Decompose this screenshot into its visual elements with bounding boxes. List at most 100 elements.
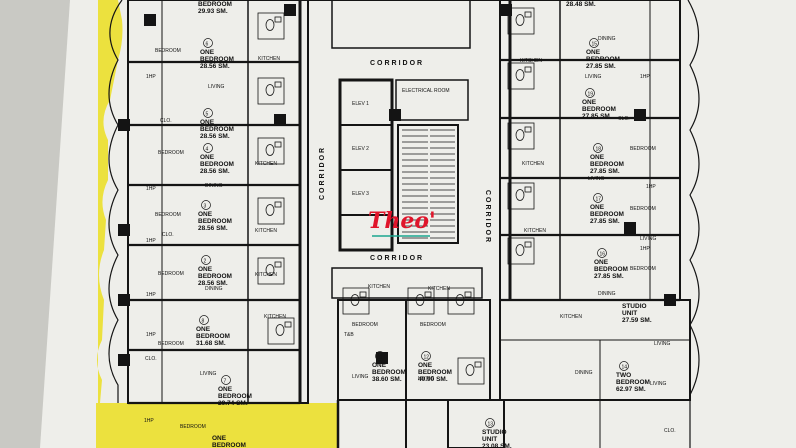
room-label-kitchen: KITCHEN <box>560 314 582 320</box>
room-label-hp: 1HP <box>646 184 656 190</box>
room-label-living: LIVING <box>585 74 602 80</box>
room-label-living: LIVING <box>352 374 369 380</box>
room-label-dining: DINING <box>598 291 616 297</box>
unit-area: 27.85 SM. <box>590 168 620 175</box>
highlight-region <box>96 0 338 448</box>
room-label-bedroom: BEDROOM <box>352 322 378 328</box>
unit-type: ONE <box>582 99 597 106</box>
room-label-clo: CLO. <box>160 118 172 124</box>
central-core <box>308 0 500 299</box>
unit-type: STUDIO <box>482 429 507 436</box>
unit-type: BEDROOM <box>616 379 650 386</box>
room-label-bedroom: BEDROOM <box>158 341 184 347</box>
room-label-bedroom: BEDROOM <box>158 150 184 156</box>
corridor-label-top: CORRIDOR <box>370 60 424 67</box>
unit-type: UNIT <box>622 310 637 317</box>
unit-type: ONE <box>418 362 433 369</box>
room-label-dining: DINING <box>205 183 223 189</box>
unit-area: 29.74 SM. <box>218 400 248 407</box>
room-label-bedroom: BEDROOM <box>180 424 206 430</box>
unit-type: ONE <box>218 386 233 393</box>
unit-type: ONE <box>590 204 605 211</box>
corridor-label-bottom: CORRIDOR <box>370 255 424 262</box>
room-label-bedroom: BEDROOM <box>155 48 181 54</box>
unit-type: BEDROOM <box>590 161 624 168</box>
room-label-clo: CLO. <box>162 232 174 238</box>
room-label-bedroom: BEDROOM <box>630 146 656 152</box>
room-label-bedroom: BEDROOM <box>420 322 446 328</box>
unit-area: 27.85 SM. <box>582 113 612 120</box>
room-label-bedroom: BEDROOM <box>155 212 181 218</box>
unit-type: STUDIO <box>622 303 647 310</box>
unit-type: BEDROOM <box>198 1 232 8</box>
room-label-living: LIVING <box>654 341 671 347</box>
room-label-kitchen: KITCHEN <box>255 228 277 234</box>
room-label-kitchen: KITCHEN <box>264 314 286 320</box>
unit-type: BEDROOM <box>200 161 234 168</box>
unit-type: TWO <box>616 372 631 379</box>
room-label-living: LIVING <box>208 84 225 90</box>
unit-area: 23.08 SM. <box>482 443 512 448</box>
room-label-kitchen: KITCHEN <box>255 161 277 167</box>
unit-area: 29.93 SM. <box>198 8 228 15</box>
room-label-hp: 1HP <box>146 292 156 298</box>
room-label-bedroom: BEDROOM <box>630 266 656 272</box>
unit-type: ONE <box>590 154 605 161</box>
room-label-living: LIVING <box>200 371 217 377</box>
elevator-1-label: ELEV 1 <box>352 101 369 107</box>
unit-number: 15 <box>592 42 598 48</box>
unit-number: 6 <box>206 42 209 48</box>
room-label-dining: DINING <box>598 36 616 42</box>
unit-number: 2 <box>204 259 207 265</box>
room-label-clo: CLO. <box>145 356 157 362</box>
unit-number: 18 <box>596 147 602 153</box>
unit-number: 8 <box>202 319 205 325</box>
unit-number: 17 <box>596 197 602 203</box>
room-label-kitchen: KITCHEN <box>368 284 390 290</box>
unit-area: 40.90 SM. <box>418 376 448 383</box>
room-label-hp: 1HP <box>146 74 156 80</box>
unit-type: BEDROOM <box>218 393 252 400</box>
unit-type: ONE <box>212 435 227 442</box>
room-label-living: LIVING <box>418 376 435 382</box>
corridor-label-left: CORRIDOR <box>319 146 326 200</box>
unit-number: 19 <box>588 92 594 98</box>
unit-number: 7 <box>224 379 227 385</box>
room-label-hp: 1HP <box>144 418 154 424</box>
unit-area: 28.56 SM. <box>200 133 230 140</box>
unit-type: ONE <box>200 49 215 56</box>
room-label-t-and-b: T&B <box>344 332 354 338</box>
unit-type: BEDROOM <box>212 442 246 448</box>
unit-number: 5 <box>206 112 209 118</box>
unit-area: 31.68 SM. <box>196 340 226 347</box>
corridor-label-right: CORRIDOR <box>484 190 491 244</box>
unit-number: 11 <box>378 355 383 361</box>
unit-area: 27.59 SM. <box>622 317 652 324</box>
unit-type: ONE <box>200 119 215 126</box>
unit-area: 28.56 SM. <box>200 168 230 175</box>
room-label-bedroom: BEDROOM <box>158 271 184 277</box>
unit-type: ONE <box>198 266 213 273</box>
unit-type: BEDROOM <box>372 369 406 376</box>
unit-number: 14 <box>622 365 628 371</box>
unit-type: ONE <box>372 362 387 369</box>
unit-type: BEDROOM <box>196 333 230 340</box>
unit-type: BEDROOM <box>594 266 628 273</box>
elevator-2-label: ELEV 2 <box>352 146 369 152</box>
unit-type: BEDROOM <box>582 106 616 113</box>
room-label-kitchen: KITCHEN <box>258 56 280 62</box>
unit-area: 28.56 SM. <box>198 280 228 287</box>
unit-area: 27.85 SM. <box>586 63 616 70</box>
unit-area: 27.85 SM. <box>594 273 624 280</box>
unit-area: 38.60 SM. <box>372 376 402 383</box>
unit-area: 28.56 SM. <box>198 225 228 232</box>
